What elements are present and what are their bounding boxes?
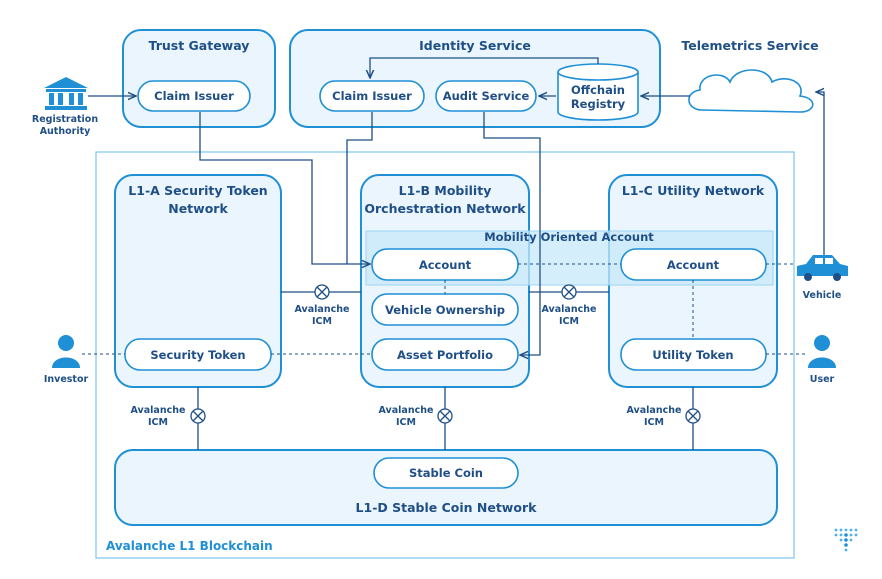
icm-ab-line1: Avalanche [295, 304, 350, 315]
claim-issuer-tg-button[interactable] [137, 80, 251, 112]
telemetrics-cloud-icon [688, 69, 814, 113]
l1a-title-line2: Network [168, 201, 228, 216]
mobility-oriented-account-label: Mobility Oriented Account [484, 230, 654, 244]
l1a-title-line1: L1-A Security Token [128, 183, 267, 198]
investor-icon [52, 335, 80, 368]
utility-token-label: Utility Token [652, 348, 733, 362]
l1b-title-line2: Orchestration Network [364, 201, 526, 216]
icm-marker-ab [314, 284, 330, 300]
vehicle-label: Vehicle [803, 290, 842, 301]
icm-cd-line2: ICM [644, 417, 664, 428]
icm-cd-line1: Avalanche [627, 405, 682, 416]
icm-marker-bd [437, 408, 453, 424]
dashed-links [82, 263, 808, 355]
claim-issuer-is-button[interactable] [319, 80, 425, 112]
icm-bd-line2: ICM [396, 417, 416, 428]
registration-authority-line2: Authority [40, 126, 91, 137]
icm-bd-line1: Avalanche [379, 405, 434, 416]
icm-ad-line2: ICM [148, 417, 168, 428]
icm-marker-bc [561, 284, 577, 300]
asset-portfolio-label: Asset Portfolio [397, 348, 493, 362]
identity-service-title: Identity Service [419, 38, 531, 53]
security-token-label: Security Token [150, 348, 245, 362]
l1d-title: L1-D Stable Coin Network [356, 500, 538, 515]
audit-service-button[interactable] [435, 80, 537, 112]
icm-marker-ad [190, 408, 206, 424]
l1b-title-line1: L1-B Mobility [399, 183, 492, 198]
stable-coin-button[interactable] [373, 457, 519, 489]
registration-authority-line1: Registration [32, 114, 98, 125]
audit-service-label: Audit Service [443, 89, 530, 103]
icm-marker-cd [685, 408, 701, 424]
vehicle-ownership-label: Vehicle Ownership [385, 303, 505, 317]
account-b-label: Account [419, 258, 472, 272]
offchain-registry-line1: Offchain [571, 83, 625, 97]
connectors [88, 57, 825, 450]
avalanche-l1-label: Avalanche L1 Blockchain [106, 539, 273, 553]
asset-portfolio-button[interactable] [371, 338, 519, 371]
claim-issuer-is-label: Claim Issuer [332, 89, 412, 103]
icm-ad-line1: Avalanche [131, 405, 186, 416]
icm-ab-line2: ICM [312, 316, 332, 327]
user-icon [808, 335, 836, 368]
icm-bc-line1: Avalanche [542, 304, 597, 315]
trust-gateway-title: Trust Gateway [149, 38, 250, 53]
l1c-title: L1-C Utility Network [622, 183, 765, 198]
brand-logo-icon [834, 528, 858, 552]
investor-label: Investor [44, 374, 89, 385]
bank-icon [44, 77, 88, 110]
icm-bc-line2: ICM [559, 316, 579, 327]
stable-coin-label: Stable Coin [409, 466, 483, 480]
offchain-registry-line2: Registry [571, 97, 626, 111]
telemetrics-service-title: Telemetrics Service [681, 38, 818, 53]
account-c-label: Account [667, 258, 720, 272]
user-label: User [810, 374, 835, 385]
car-icon [797, 255, 848, 281]
claim-issuer-tg-label: Claim Issuer [154, 89, 234, 103]
